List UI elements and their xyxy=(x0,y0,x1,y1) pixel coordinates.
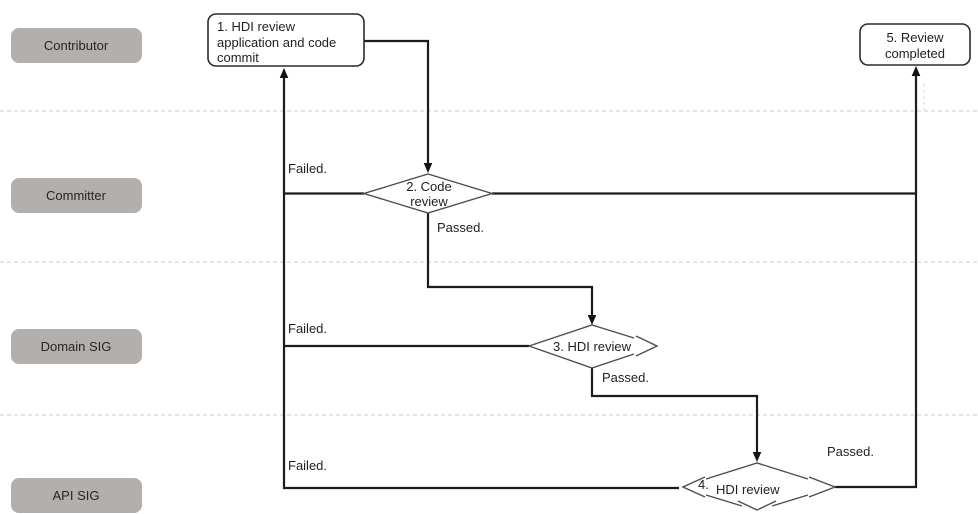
arrowhead-into-code-review xyxy=(423,163,433,173)
label-api-review-passed: Passed. xyxy=(827,444,874,459)
decision-step2-code-review: 2. Code review xyxy=(361,173,495,214)
lane-label-domain-sig-text: Domain SIG xyxy=(41,339,112,354)
decision-step4-number: 4. xyxy=(698,477,709,492)
decision-step2-line1: 2. Code xyxy=(406,179,452,194)
lane-label-api-sig-box xyxy=(11,478,142,513)
decision-step3-text: 3. HDI review xyxy=(553,339,632,354)
edge-domain-review-passed xyxy=(590,368,759,453)
edge-api-review-passed-to-step5 xyxy=(835,76,918,489)
decision-step2-diamond xyxy=(361,173,495,214)
label-domain-review-passed: Passed. xyxy=(602,370,649,385)
edge-step1-to-code-review xyxy=(364,39,430,164)
decision-step4-lowerright-edge xyxy=(771,494,809,507)
decision-step4-right-chevron xyxy=(808,476,837,498)
label-code-review-passed: Passed. xyxy=(437,220,484,235)
label-code-review-failed: Failed. xyxy=(288,161,327,176)
lane-label-committer: Committer xyxy=(11,178,142,213)
node-step1-line2: application and code xyxy=(217,35,336,50)
node-step5-box xyxy=(859,23,971,66)
lane-label-api-sig-text: API SIG xyxy=(53,488,100,503)
node-step1-process: 1. HDI review application and code commi… xyxy=(207,13,365,67)
node-step5-line1: 5. Review xyxy=(886,30,944,45)
node-step1-box xyxy=(207,13,365,67)
edge-failed-return-trunk xyxy=(282,78,679,490)
decision-step4-bottom-chevron xyxy=(737,500,777,511)
decision-step3-hdi-review: 3. HDI review xyxy=(528,324,659,369)
label-api-review-failed: Failed. xyxy=(288,458,327,473)
decision-step4-lowerleft-edge xyxy=(705,494,743,507)
decision-step4-text: HDI review xyxy=(716,482,780,497)
lane-label-committer-box xyxy=(11,178,142,213)
decision-step4-hdi-review: 4. HDI review xyxy=(681,462,837,511)
node-step1-line3: commit xyxy=(217,50,259,65)
node-step5-line2: completed xyxy=(885,46,945,61)
arrowhead-into-domain-review xyxy=(587,315,597,325)
lane-label-contributor-box xyxy=(11,28,142,63)
lane-label-contributor-text: Contributor xyxy=(44,38,109,53)
lane-label-domain-sig: Domain SIG xyxy=(11,329,142,364)
decision-step4-left-chevron xyxy=(681,476,706,498)
decision-step4-upper-edge xyxy=(705,462,809,480)
node-step1-line1: 1. HDI review xyxy=(217,19,296,34)
decision-step2-line2: review xyxy=(410,194,448,209)
edge-code-review-passed xyxy=(426,213,594,316)
node-step5-terminator: 5. Review completed xyxy=(859,23,971,66)
decision-step3-upper-edge xyxy=(528,324,635,347)
decision-step3-right-chevron xyxy=(635,335,659,357)
arrowhead-into-step1 xyxy=(279,68,289,78)
lane-label-contributor: Contributor xyxy=(11,28,142,63)
arrowhead-into-step5 xyxy=(911,66,921,76)
lane-label-committer-text: Committer xyxy=(46,188,107,203)
lane-label-api-sig: API SIG xyxy=(11,478,142,513)
label-domain-review-failed: Failed. xyxy=(288,321,327,336)
arrowhead-into-api-review xyxy=(752,452,762,462)
lane-label-domain-sig-box xyxy=(11,329,142,364)
decision-step3-lower-edge xyxy=(528,345,635,369)
